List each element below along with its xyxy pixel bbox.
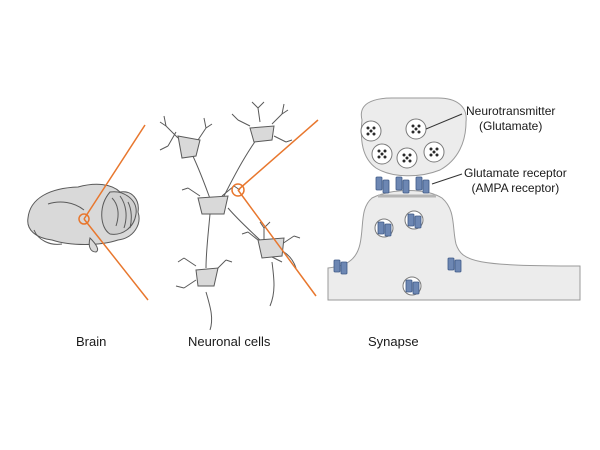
caption-neuronal-cells: Neuronal cells [188,334,271,349]
receptor-label-line1: Glutamate receptor [464,166,567,180]
brain-illustration [27,183,140,253]
glutamate-molecules [366,124,439,163]
receptor-label: Glutamate receptor (AMPA receptor) [464,166,567,196]
caption-brain: Brain [76,334,107,349]
leader-line-neurotransmitter [425,113,463,130]
zoom-line-brain-top [83,124,146,220]
ampa-receptors [333,176,462,295]
caption-synapse: Synapse [368,334,419,349]
neurotransmitter-label-line2: (Glutamate) [479,119,543,133]
receptor-label-line2: (AMPA receptor) [471,181,560,195]
synapse-zoom-circle [231,183,245,197]
presynaptic-terminal [360,97,467,177]
leader-line-receptor [431,173,463,185]
neurotransmitter-label-line1: Neurotransmitter [466,104,556,118]
postsynaptic-cell [327,190,581,301]
zoom-line-brain-bottom [83,218,149,301]
neurotransmitter-label: Neurotransmitter (Glutamate) [466,104,555,134]
zoom-line-neuron-bottom [237,189,317,297]
zoom-line-neuron-top [237,119,319,191]
brain-zoom-circle [78,213,90,225]
